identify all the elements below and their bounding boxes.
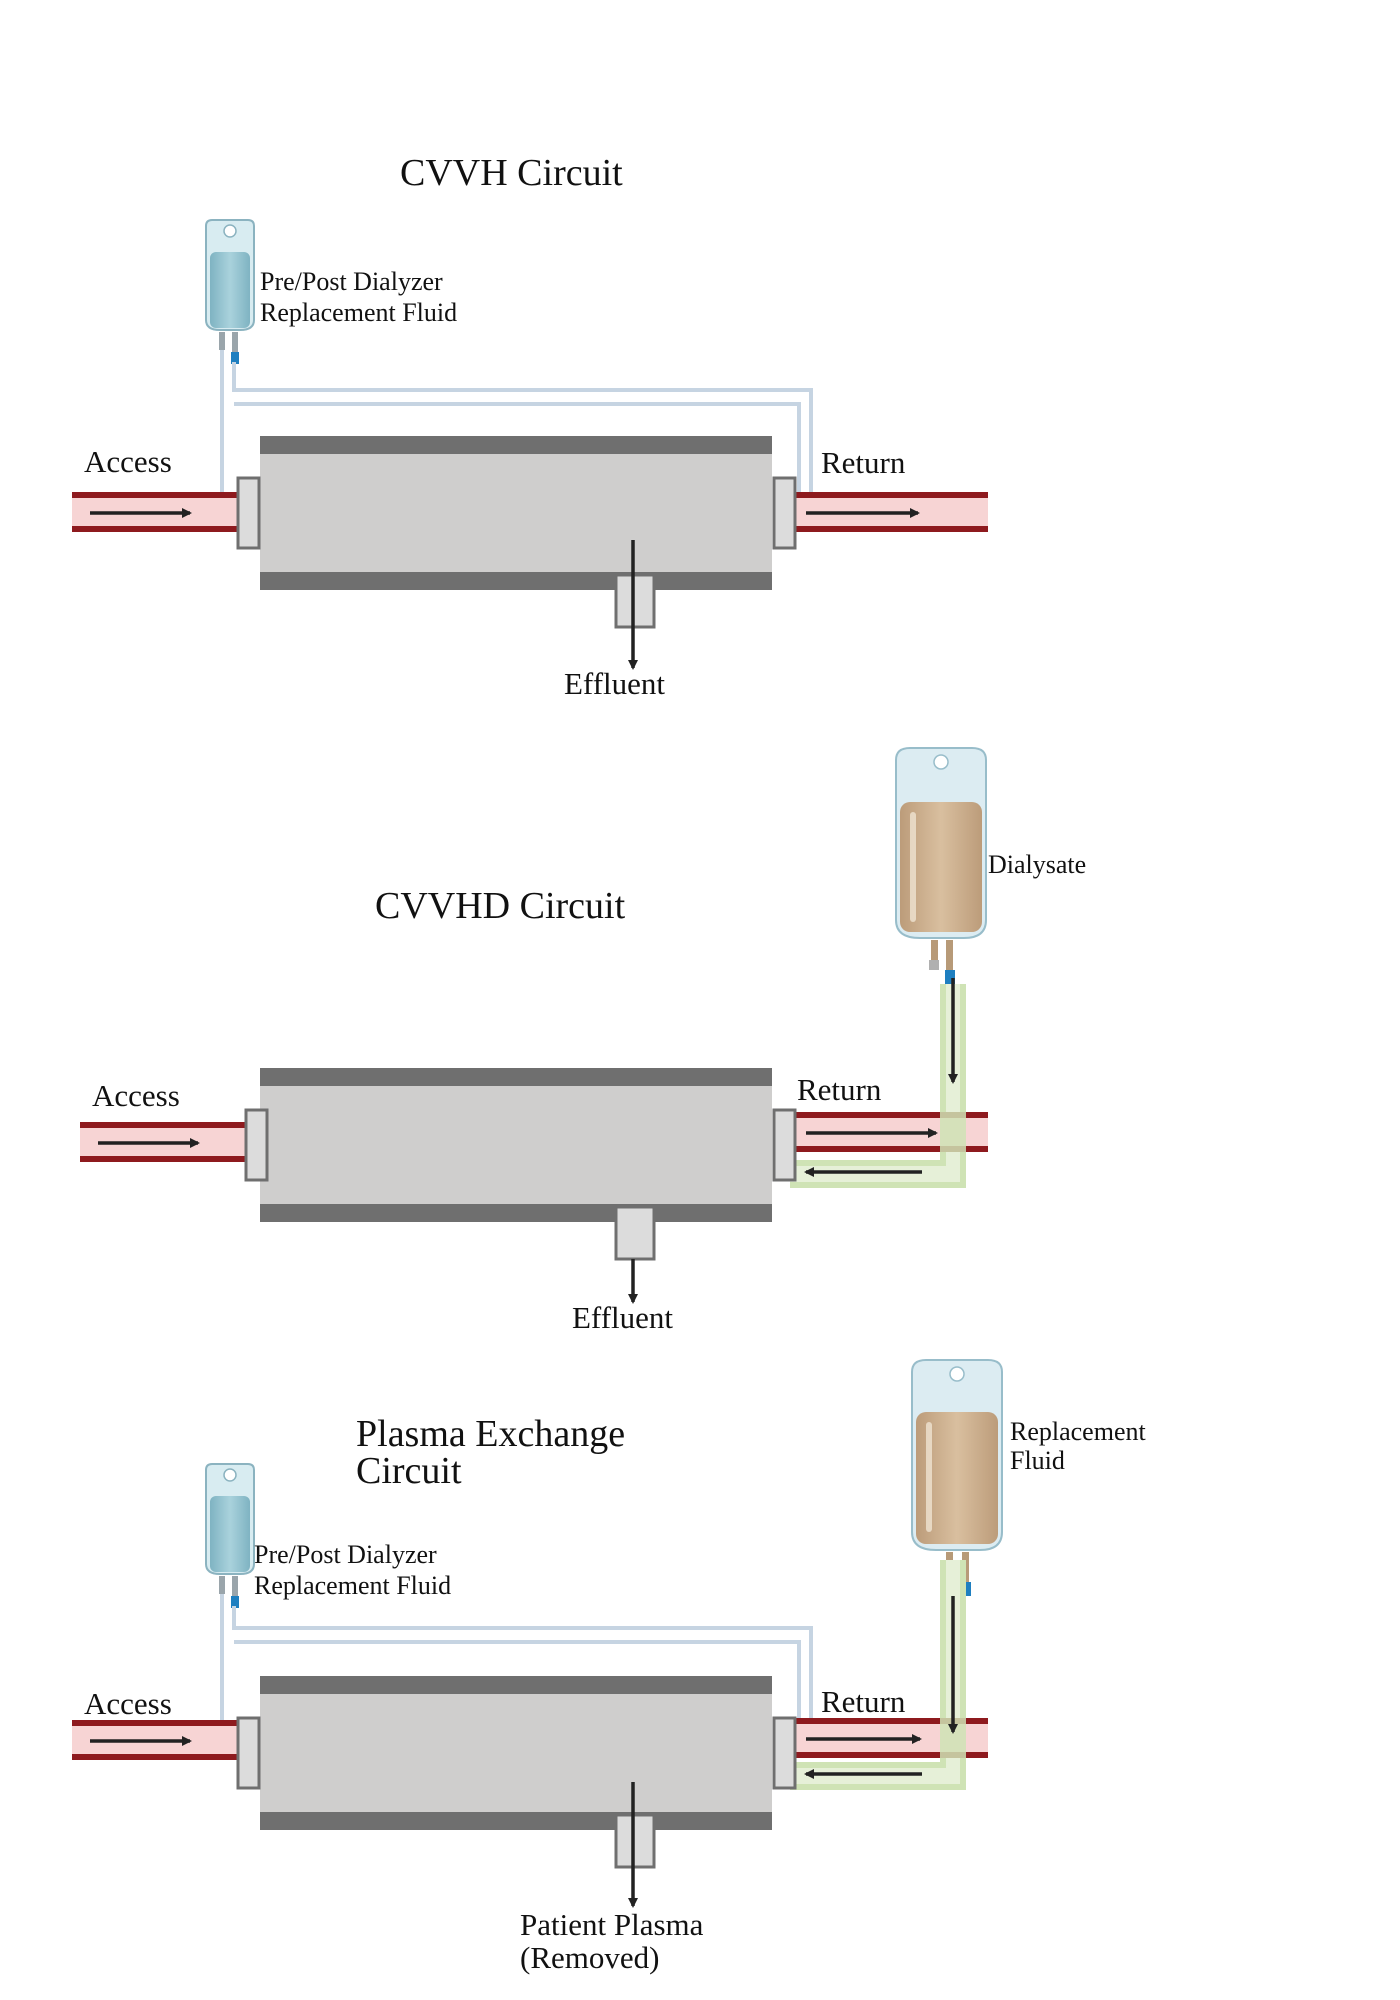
cvvhd-access-label: Access (92, 1078, 180, 1113)
cvvhd-dialysate-bag (895, 747, 987, 984)
cvvh-return-label: Return (821, 445, 906, 480)
cvvh-effluent-label: Effluent (564, 666, 665, 701)
plasma-access-label: Access (84, 1686, 172, 1721)
plasma-replacement-line (220, 1594, 813, 1732)
plasma-panel: Plasma Exchange Circuit Pre/Post Dialyze… (72, 1359, 1146, 1975)
cvvhd-effluent-label: Effluent (572, 1300, 673, 1335)
cvvhd-return-line (790, 1112, 988, 1152)
cvvhd-return-label: Return (797, 1072, 882, 1107)
plasma-replacement-fluid-line (790, 1560, 966, 1790)
plasma-access-line (72, 1720, 240, 1760)
cvvh-panel: CVVH Circuit Pre/Post Dialyzer Replaceme… (72, 152, 988, 701)
cvvh-dialyzer (236, 436, 797, 670)
cvvh-access-label: Access (84, 444, 172, 479)
cvvhd-dialyzer (244, 1068, 797, 1304)
cvvh-return-line (790, 492, 988, 532)
cvvhd-title: CVVHD Circuit (375, 885, 626, 927)
plasma-outflow-label-line1: Patient Plasma (520, 1907, 704, 1942)
cvvh-access-line (72, 492, 240, 532)
plasma-replacement-label-line1: Replacement (1010, 1417, 1146, 1446)
plasma-return-line (790, 1718, 988, 1758)
plasma-outflow-label-line2: (Removed) (520, 1940, 659, 1975)
plasma-saline-label-line1: Pre/Post Dialyzer (254, 1540, 437, 1569)
plasma-replacement-label-line2: Fluid (1010, 1446, 1065, 1475)
cvvh-title: CVVH Circuit (400, 152, 623, 194)
plasma-title-line1: Plasma Exchange (356, 1413, 625, 1455)
plasma-saline-bag (205, 1463, 255, 1608)
plasma-filter (236, 1676, 797, 1908)
cvvhd-dialysate-label: Dialysate (988, 850, 1086, 879)
cvvh-replacement-bag (205, 219, 255, 364)
cvvh-bag-label-line2: Replacement Fluid (260, 298, 457, 327)
cvvhd-access-line (80, 1122, 248, 1162)
plasma-return-label: Return (821, 1684, 906, 1719)
plasma-title-line2: Circuit (356, 1450, 462, 1492)
cvvh-bag-label-line1: Pre/Post Dialyzer (260, 267, 443, 296)
cvvh-replacement-line (220, 350, 813, 492)
cvvhd-panel: CVVHD Circuit Dialysate (80, 747, 1086, 1335)
plasma-saline-label-line2: Replacement Fluid (254, 1571, 451, 1600)
